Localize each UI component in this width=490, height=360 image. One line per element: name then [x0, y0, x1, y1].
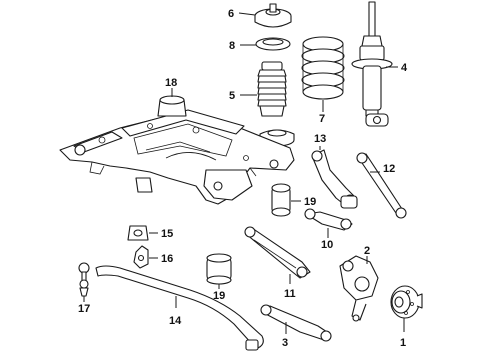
callout-14: 14: [169, 315, 182, 327]
callout-19-upper: 19: [304, 196, 316, 208]
callout-7: 7: [319, 113, 325, 125]
callout-15: 15: [161, 228, 173, 240]
callout-1: 1: [400, 337, 406, 349]
callout-11: 11: [284, 288, 296, 300]
callout-4: 4: [401, 62, 408, 74]
spring-seat-8: [255, 37, 291, 51]
stabilizer-bracket: [133, 245, 149, 269]
control-arm-11: [244, 226, 311, 279]
upper-arm-13: [311, 149, 358, 209]
knuckle: [339, 255, 379, 322]
callout-17: 17: [78, 303, 90, 315]
callout-6: 6: [228, 8, 234, 20]
upper-mount-6: [254, 3, 292, 28]
callout-10: 10: [321, 239, 333, 251]
bump-stop-5: [257, 61, 287, 117]
crossmember: [59, 95, 295, 205]
callout-13: 13: [314, 133, 326, 145]
lower-control-arm-3: [260, 304, 332, 342]
callout-18: 18: [165, 77, 177, 89]
callout-3: 3: [282, 337, 288, 349]
stabilizer-bar: [95, 265, 264, 351]
trailing-arm-10: [304, 208, 353, 231]
callout-2: 2: [364, 245, 370, 257]
callout-8: 8: [229, 40, 235, 52]
stabilizer-bushing: [127, 225, 149, 241]
spring-insulator-9: [259, 129, 295, 147]
subframe-bushing: [271, 183, 291, 217]
callout-12: 12: [383, 163, 395, 175]
subframe-bushing: [206, 253, 232, 285]
stabilizer-link: [78, 262, 90, 297]
shock-absorber: [351, 1, 393, 127]
callout-16: 16: [161, 253, 173, 265]
bearing-hub: [390, 285, 423, 319]
callout-19-lower: 19: [213, 290, 225, 302]
coil-spring: [301, 36, 345, 100]
callout-5: 5: [229, 90, 235, 102]
toe-link-12: [356, 152, 407, 219]
